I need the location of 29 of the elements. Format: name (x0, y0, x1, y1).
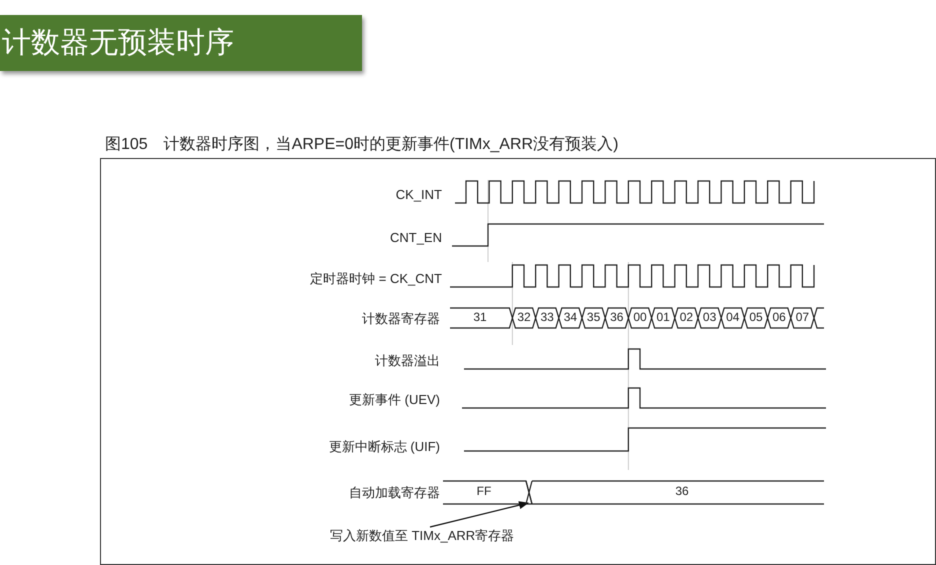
bus-value: 36 (675, 484, 689, 498)
bus-value: 03 (702, 310, 716, 324)
bus-value: 35 (586, 310, 600, 324)
bus-value: FF (476, 484, 492, 498)
leader-line (430, 501, 529, 528)
bus-value: 04 (726, 310, 740, 324)
bus-value: 34 (564, 310, 578, 324)
bus-value: 07 (796, 310, 810, 324)
bus-value: 01 (656, 310, 670, 324)
bus-value: 33 (540, 310, 554, 324)
bus-value: 32 (517, 310, 531, 324)
bus-value: 36 (610, 310, 624, 324)
signal-name: 更新中断标志 (UIF) (328, 438, 440, 456)
signal-name: 自动加载寄存器 (348, 484, 440, 502)
bus-value: 00 (633, 310, 647, 324)
bus-value: 31 (473, 310, 487, 324)
figure-caption: 图105 计数器时序图，当ARPE=0时的更新事件(TIMx_ARR没有预装入) (105, 134, 618, 155)
signal-name: CK_INT (394, 187, 442, 202)
signal-name: 定时器时钟 = CK_CNT (309, 270, 442, 288)
slide-title: 计数器无预装时序 (0, 15, 362, 71)
annotation-text: 写入新数值至 TIMx_ARR寄存器 (330, 527, 514, 545)
signal-name: 计数器寄存器 (361, 310, 440, 328)
bus-value: 06 (772, 310, 786, 324)
signal-name: CNT_EN (388, 230, 442, 245)
signal-name: 计数器溢出 (374, 352, 440, 370)
signal-name: 更新事件 (UEV) (348, 391, 440, 409)
transition-mark (525, 480, 533, 505)
bus-value: 02 (680, 310, 694, 324)
bus-value: 05 (749, 310, 763, 324)
